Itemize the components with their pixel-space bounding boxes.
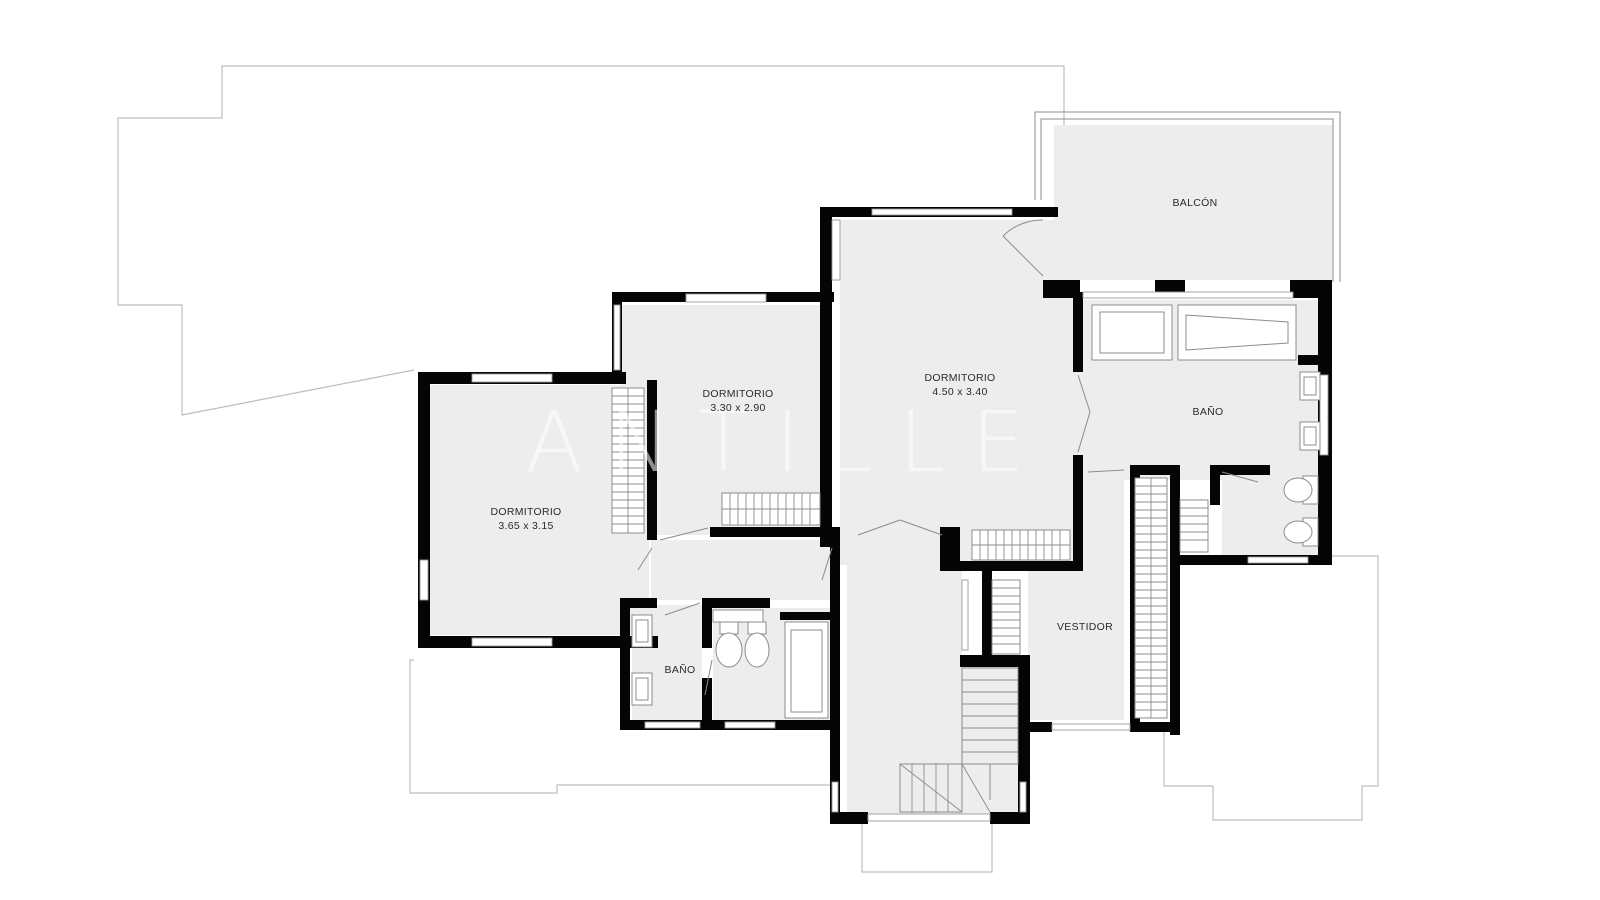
room-label-bano-main: BAÑO bbox=[1193, 405, 1224, 419]
closets bbox=[611, 387, 1209, 719]
bathroom-fixtures bbox=[631, 304, 1321, 719]
watermark-logo: ANTILLE bbox=[525, 393, 1051, 491]
room-label-dormitorio-mid: DORMITORIO 3.30 x 2.90 bbox=[702, 387, 773, 415]
room-label-bano-small: BAÑO bbox=[665, 663, 696, 677]
staircase bbox=[899, 667, 1019, 813]
room-label-balcon: BALCÓN bbox=[1173, 196, 1218, 210]
room-name: BAÑO bbox=[1192, 406, 1224, 418]
room-label-dormitorio-main: DORMITORIO 4.50 x 3.40 bbox=[924, 371, 995, 399]
room-dimensions: 3.65 x 3.15 bbox=[498, 520, 554, 532]
room-floors bbox=[427, 125, 1332, 817]
room-label-dormitorio-left: DORMITORIO 3.65 x 3.15 bbox=[490, 505, 561, 533]
room-name: DORMITORIO bbox=[702, 388, 774, 400]
windows bbox=[419, 208, 1329, 822]
room-name: BALCÓN bbox=[1172, 197, 1218, 209]
room-name: DORMITORIO bbox=[490, 506, 562, 518]
room-name: DORMITORIO bbox=[924, 372, 996, 384]
roof-outlines bbox=[117, 65, 1379, 873]
room-name: BAÑO bbox=[664, 664, 696, 676]
room-label-vestidor: VESTIDOR bbox=[1057, 620, 1113, 634]
doors bbox=[637, 219, 1259, 696]
room-dimensions: 4.50 x 3.40 bbox=[932, 386, 988, 398]
room-dimensions: 3.30 x 2.90 bbox=[710, 402, 766, 414]
room-name: VESTIDOR bbox=[1056, 621, 1114, 633]
balcony-railing bbox=[1034, 111, 1341, 282]
